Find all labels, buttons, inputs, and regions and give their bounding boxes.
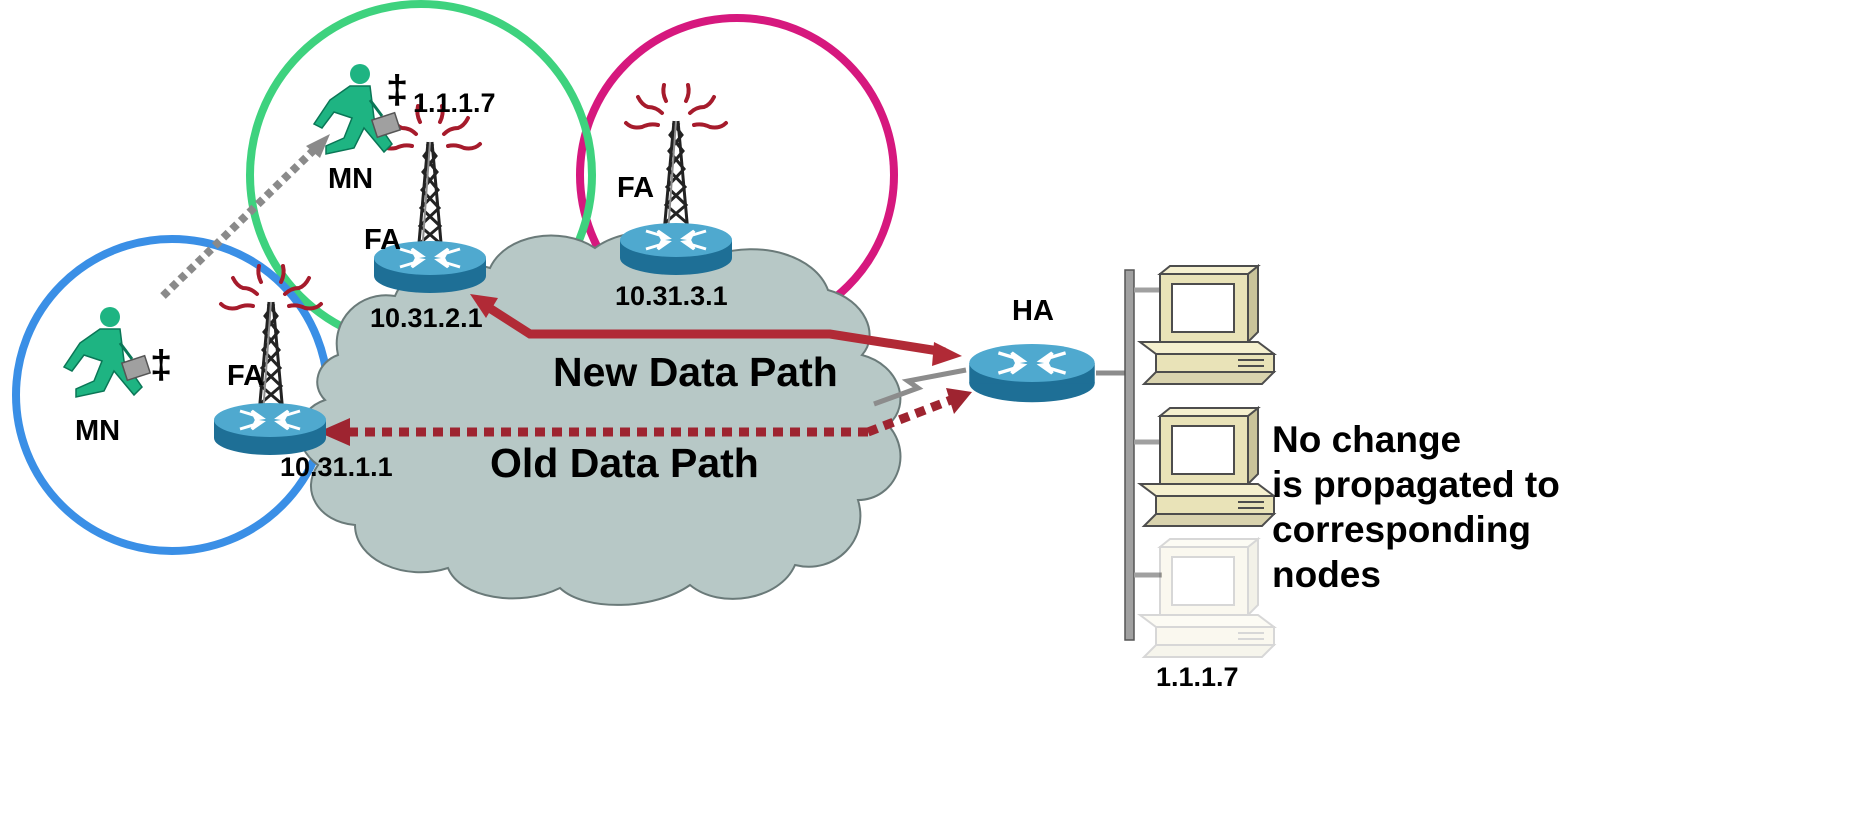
new-data-path-label: New Data Path [553,349,838,395]
old-mn-label: MN [75,415,120,447]
fa-3-antenna-icon [624,83,728,235]
new-data-path-arrow-left [470,294,498,318]
ha-label: HA [1012,295,1054,327]
host-3-address: 1.1.1.7 [1156,662,1239,692]
movement-trail [160,143,321,299]
new-data-path-line [477,298,946,357]
note-line-1: No change [1272,419,1461,460]
fa-1-label: FA [227,360,264,392]
note-line-3: corresponding [1272,509,1531,550]
lan-backbone [1124,269,1135,641]
fa-1-address: 10.31.1.1 [280,452,393,482]
note-line-2: is propagated to [1272,464,1560,505]
old-mn-marker-icon: ‡ [150,343,172,387]
host-2-desktop-icon [1139,407,1275,527]
old-data-path-arrow-right [946,388,972,414]
old-data-path-label: Old Data Path [490,440,759,486]
fa-3-router-icon [618,221,734,277]
new-mn-label: MN [328,163,373,195]
movement-arrowhead [306,134,330,158]
note-line-4: nodes [1272,554,1381,595]
network-cloud [298,230,902,606]
fa-2-address: 10.31.2.1 [370,303,483,333]
new-mn-marker-icon: ‡ [386,68,408,112]
old-mn-person-icon [62,305,152,399]
ha-router-icon [967,342,1097,404]
host-1-desktop-icon [1139,265,1275,385]
fa-3-address: 10.31.3.1 [615,281,728,311]
old-data-path-arrow-left [318,418,350,446]
ha-serial-link [873,367,967,407]
fa-1-router-icon [212,401,328,457]
new-mn-address: 1.1.1.7 [413,88,496,118]
host-3-faded-desktop-icon [1139,538,1275,658]
fa-3-label: FA [617,172,654,204]
new-data-path-arrow-right [932,342,962,366]
fa-2-label: FA [364,224,401,256]
